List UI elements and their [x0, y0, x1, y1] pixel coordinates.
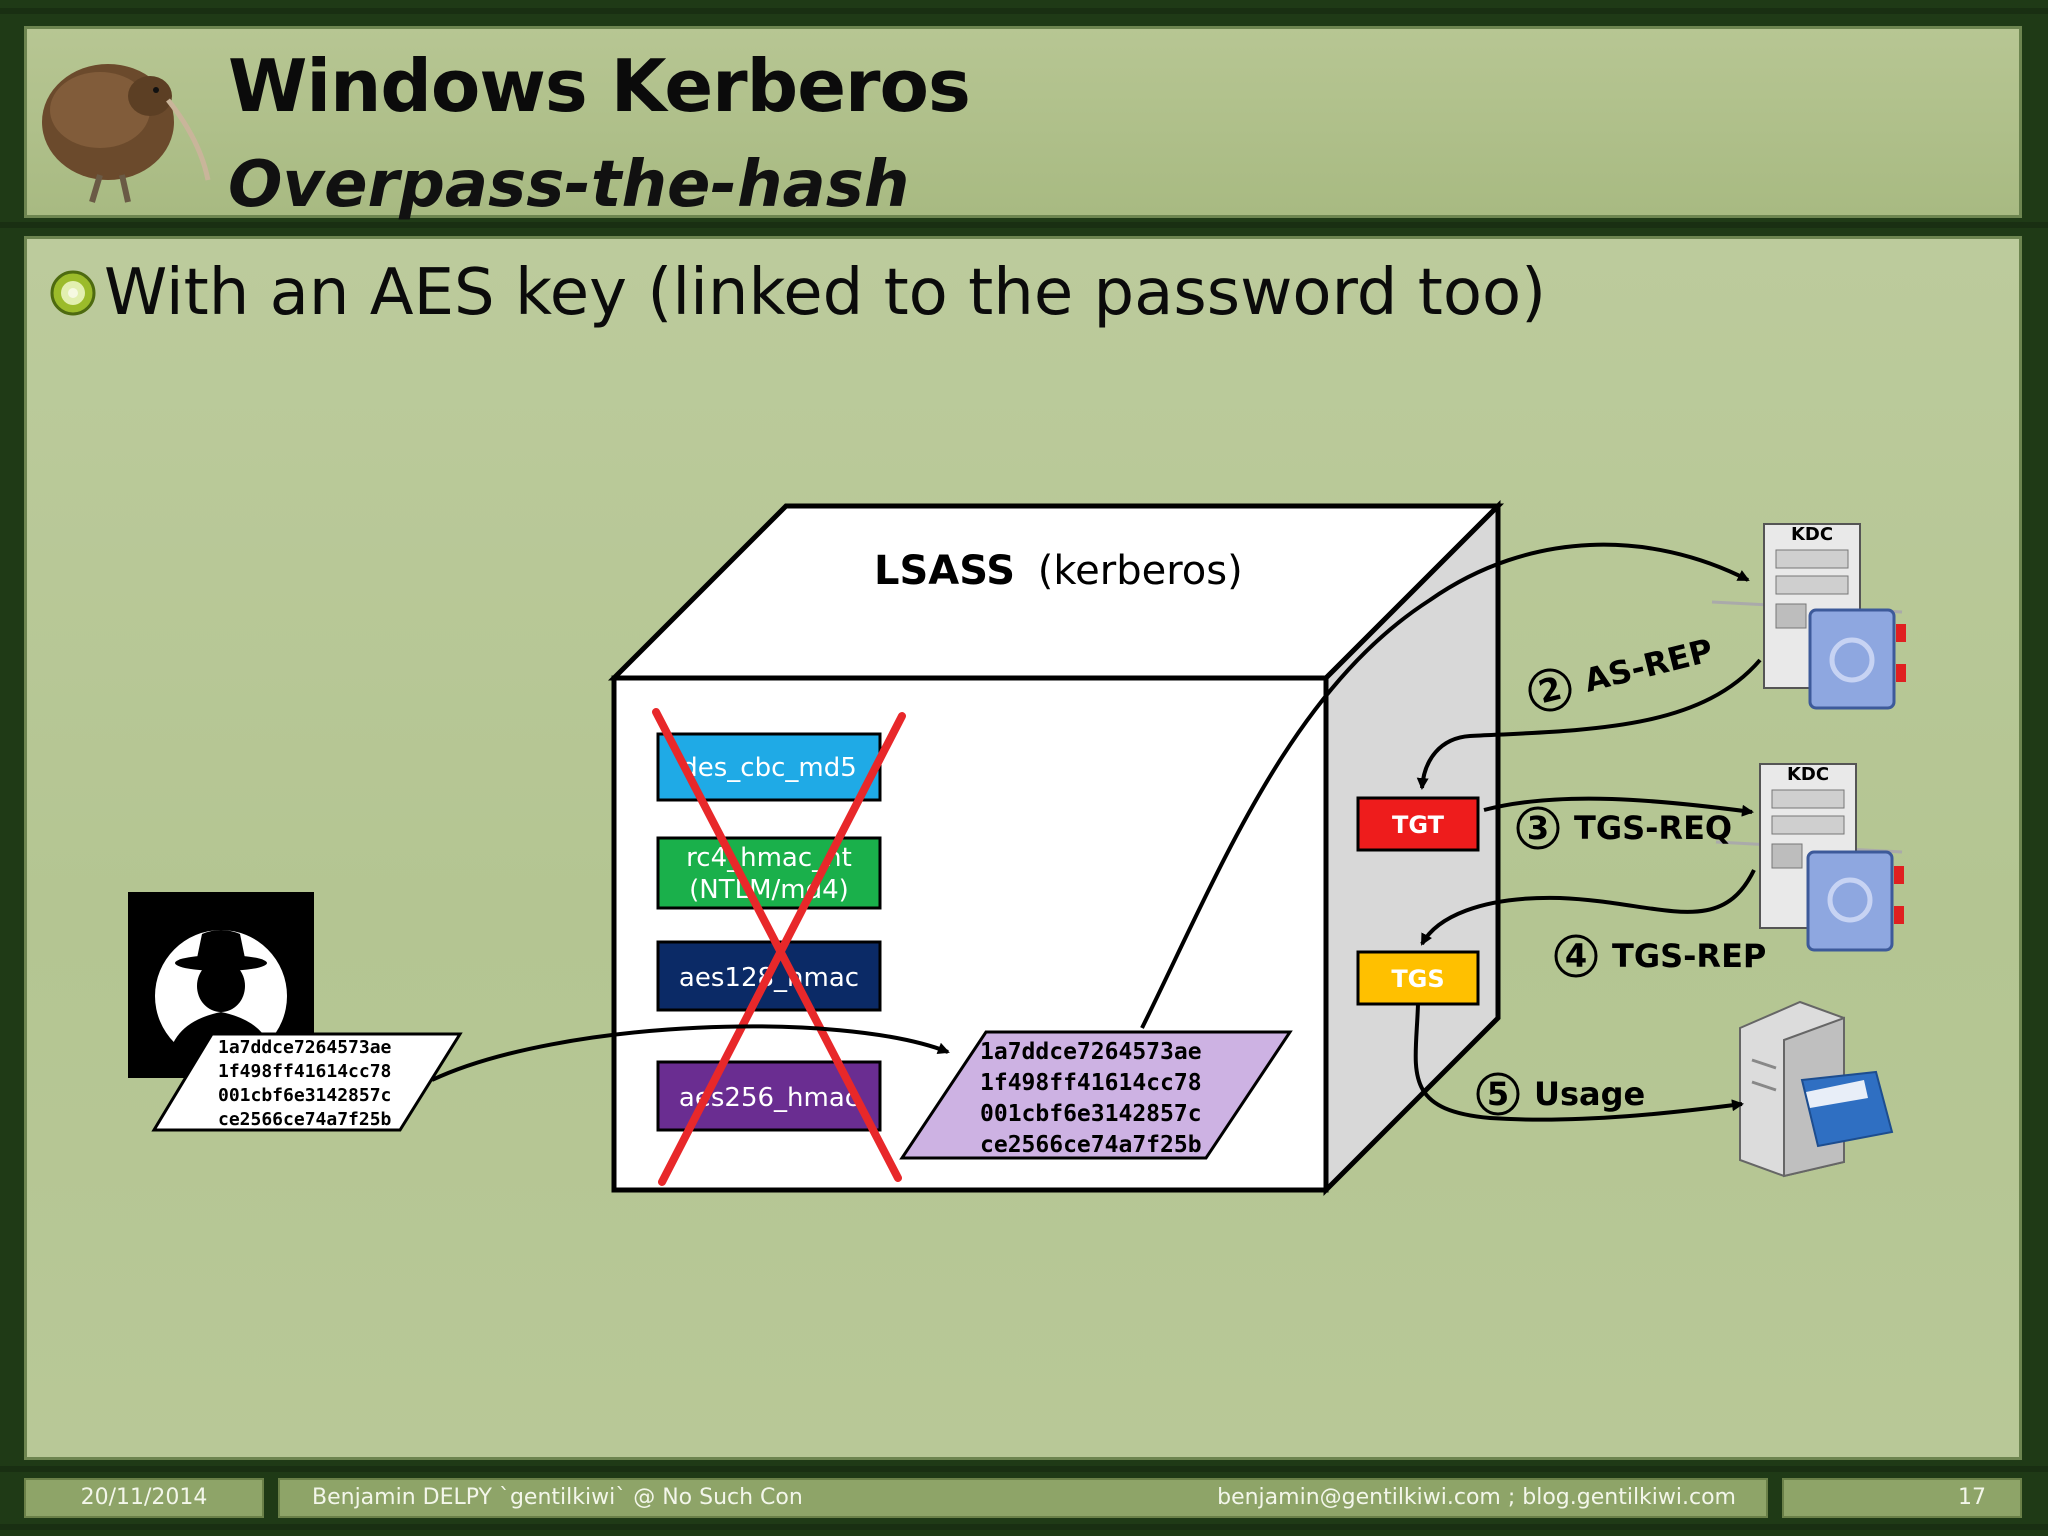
address-book-icon — [1806, 850, 1904, 952]
ticket-tgt-label: TGT — [1392, 811, 1445, 839]
key-label-rc4-line2: (NTLM/md4) — [689, 875, 849, 905]
cross-out-mark — [652, 708, 906, 1186]
step-tgs-req: 3 TGS-REQ — [1516, 806, 1732, 850]
lsass-title-bold: LSASS — [874, 548, 1015, 594]
hash-lsass-line2: 1f498ff41614cc78 — [980, 1070, 1202, 1096]
step-label-usage: Usage — [1534, 1075, 1645, 1113]
arrow-hash-inject — [431, 1024, 950, 1082]
arrow-as-req — [1140, 542, 1750, 1029]
ticket-tgs-label: TGS — [1391, 965, 1444, 993]
hash-box-lsass — [899, 1030, 1293, 1160]
kdc-label-2: KDC — [1787, 764, 1829, 785]
arrow-tgs-rep — [1420, 869, 1756, 946]
key-label-des: des_cbc_md5 — [681, 753, 857, 783]
footer-author: Benjamin DELPY `gentilkiwi` @ No Such Co… — [312, 1485, 803, 1510]
file-server-icon — [1739, 1000, 1894, 1178]
hash-lsass-line3: 001cbf6e3142857c — [980, 1101, 1202, 1127]
kdc-server-2: KDC — [1715, 763, 1904, 952]
hash-attacker-line2: 1f498ff41614cc78 — [218, 1061, 391, 1082]
step-as-rep: 2 AS-REP — [1528, 631, 1717, 712]
lsass-title-rest: (kerberos) — [1038, 548, 1243, 594]
step-number-5: 5 — [1487, 1075, 1509, 1113]
flow-arrows — [431, 542, 1762, 1122]
step-label-tgs-req: TGS-REQ — [1574, 809, 1732, 847]
hash-lsass-line1: 1a7ddce7264573ae — [980, 1039, 1202, 1065]
kiwi-bird-icon — [42, 64, 211, 203]
key-box-aes128 — [656, 940, 882, 1012]
kdc-server-1: KDC — [1711, 523, 1906, 710]
step-number-3: 3 — [1527, 809, 1549, 847]
hash-attacker-line1: 1a7ddce7264573ae — [218, 1037, 392, 1058]
kdc-label-1: KDC — [1791, 524, 1833, 545]
slide-subtitle: Overpass-the-hash — [228, 148, 910, 222]
lsass-title: LSASS (kerberos) — [874, 548, 1243, 594]
step-usage: 5 Usage — [1476, 1072, 1645, 1116]
arrow-as-rep — [1416, 658, 1762, 790]
hash-box-attacker — [151, 1032, 463, 1132]
bullet-text: With an AES key (linked to the password … — [104, 256, 1547, 330]
step-number-2: 2 — [1535, 669, 1566, 711]
footer-info-bar: Benjamin DELPY `gentilkiwi` @ No Such Co… — [278, 1478, 1768, 1518]
slide-title: Windows Kerberos — [228, 44, 971, 128]
footer-contact: benjamin@gentilkiwi.com ; blog.gentilkiw… — [1217, 1485, 1736, 1510]
title-band — [24, 26, 2022, 218]
step-number-4: 4 — [1565, 937, 1587, 975]
arrow-usage — [1413, 1003, 1744, 1122]
arrow-tgs-req — [1483, 796, 1754, 817]
step-label-as-rep: AS-REP — [1580, 631, 1716, 700]
kiwi-slice-icon — [50, 270, 96, 316]
step-tgs-rep: 4 TGS-REP — [1554, 934, 1766, 978]
hash-lsass-line4: ce2566ce74a7f25b — [980, 1132, 1202, 1158]
footer-page-number: 17 — [1782, 1478, 2022, 1518]
hash-attacker-line3: 001cbf6e3142857c — [218, 1085, 391, 1106]
step-label-tgs-rep: TGS-REP — [1612, 937, 1766, 975]
ticket-tgt — [1356, 796, 1480, 852]
key-box-rc4 — [656, 836, 882, 910]
footer-date: 20/11/2014 — [24, 1478, 264, 1518]
hash-attacker-line4: ce2566ce74a7f25b — [218, 1109, 392, 1130]
address-book-icon — [1808, 608, 1906, 710]
